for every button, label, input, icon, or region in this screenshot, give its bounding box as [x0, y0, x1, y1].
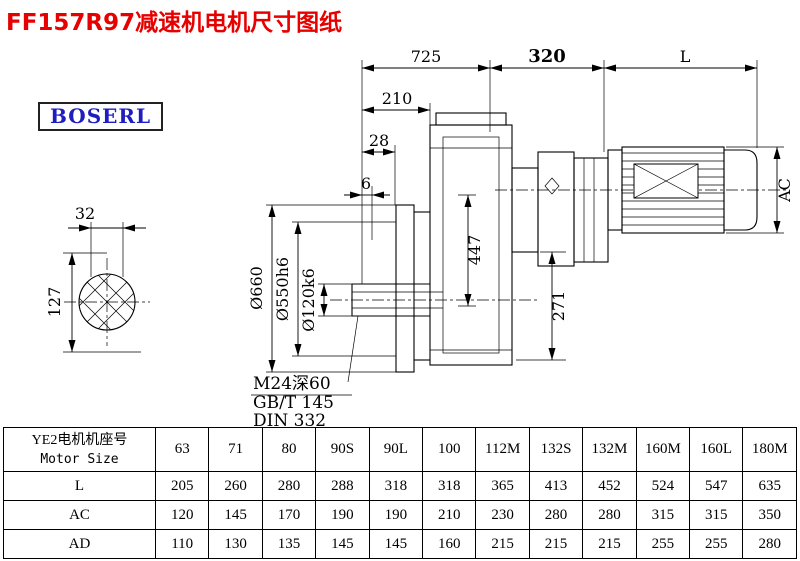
row-label-AD: AD [3, 529, 156, 559]
note-m24: M24深60 [253, 374, 331, 394]
dia-120k6: Ø120k6 [299, 268, 318, 332]
cell-AC-100: 210 [422, 500, 477, 530]
cell-L-63: 205 [154, 471, 210, 501]
header-motor-size: YE2电机机座号 Motor Size [3, 427, 156, 472]
cell-L-112M: 365 [475, 471, 530, 501]
cell-L-90S: 288 [315, 471, 370, 501]
cell-AD-90L: 145 [368, 529, 424, 559]
header-size-63: 63 [154, 427, 210, 472]
row-label-L: L [3, 471, 156, 501]
header-size-180M: 180M [742, 427, 797, 472]
note-din332: DIN 332 [253, 411, 326, 427]
dim-AC: AC [775, 178, 794, 203]
header-size-112M: 112M [475, 427, 530, 472]
cell-AD-63: 110 [154, 529, 210, 559]
cell-L-160L: 547 [689, 471, 744, 501]
gearbox-side-view [330, 112, 790, 373]
dimensions: 725 320 L 210 28 6 447 271 AC Ø660 Ø5 [247, 46, 794, 373]
motor-size-table: YE2电机机座号 Motor Size 63 71 80 90S 90L 100… [3, 427, 797, 559]
dim-210: 210 [382, 89, 413, 108]
table-header-row: YE2电机机座号 Motor Size 63 71 80 90S 90L 100… [3, 427, 797, 472]
dim-L: L [680, 47, 691, 66]
cell-L-160M: 524 [635, 471, 691, 501]
cell-AC-63: 120 [154, 500, 210, 530]
fan-cover [723, 149, 758, 231]
cell-AC-132M: 280 [582, 500, 637, 530]
row-label-AC: AC [3, 500, 156, 530]
header-size-71: 71 [208, 427, 263, 472]
dim-271: 271 [549, 291, 568, 322]
cell-AC-132S: 280 [528, 500, 584, 530]
cell-AD-80: 135 [261, 529, 317, 559]
dia-550h6: Ø550h6 [273, 257, 292, 321]
cell-AC-160M: 315 [635, 500, 691, 530]
brand-logo: BOSERL [38, 102, 164, 131]
header-size-132S: 132S [528, 427, 584, 472]
cell-AC-90L: 190 [368, 500, 424, 530]
header-size-160M: 160M [635, 427, 691, 472]
cell-L-80: 280 [261, 471, 317, 501]
cell-L-71: 260 [208, 471, 263, 501]
dia-660: Ø660 [247, 266, 266, 310]
dim-320: 320 [528, 46, 566, 67]
cell-AC-80: 170 [261, 500, 317, 530]
cell-AD-180M: 280 [742, 529, 797, 559]
cell-AC-90S: 190 [315, 500, 370, 530]
page-title: FF157R97减速机电机尺寸图纸 [6, 10, 343, 36]
tap-hole-notes: M24深60 GB/T 145 DIN 332 [251, 315, 359, 427]
cell-L-100: 318 [422, 471, 477, 501]
cell-AD-160M: 255 [635, 529, 691, 559]
cell-AD-71: 130 [208, 529, 263, 559]
header-size-80: 80 [261, 427, 317, 472]
cell-AC-71: 145 [208, 500, 263, 530]
dim-6: 6 [361, 174, 371, 193]
cell-AD-132S: 215 [528, 529, 584, 559]
table-row-AC: AC 120 145 170 190 190 210 230 280 280 3… [3, 500, 797, 530]
motor-terminal-box [633, 163, 699, 199]
header-size-100: 100 [422, 427, 477, 472]
dim-447: 447 [465, 235, 484, 266]
dim-28: 28 [369, 131, 389, 150]
cell-AD-132M: 215 [582, 529, 637, 559]
cell-AC-112M: 230 [475, 500, 530, 530]
table-row-L: L 205 260 280 288 318 318 365 413 452 52… [3, 471, 797, 501]
cell-AD-90S: 145 [315, 529, 370, 559]
dimension-drawing: 32 127 [45, 46, 794, 427]
cell-AC-180M: 350 [742, 500, 797, 530]
dim-32: 32 [75, 204, 95, 223]
dim-725: 725 [411, 47, 442, 66]
cell-L-90L: 318 [368, 471, 424, 501]
header-size-90S: 90S [315, 427, 370, 472]
cell-L-180M: 635 [742, 471, 797, 501]
dim-127: 127 [45, 287, 64, 318]
header-motor-size-en: Motor Size [40, 452, 119, 467]
header-size-90L: 90L [368, 427, 424, 472]
cell-AD-160L: 255 [689, 529, 744, 559]
header-size-160L: 160L [689, 427, 744, 472]
cell-AC-160L: 315 [689, 500, 744, 530]
coupling-diamond-mark [544, 177, 560, 195]
table-row-AD: AD 110 130 135 145 145 160 215 215 215 2… [3, 529, 797, 559]
cell-L-132M: 452 [582, 471, 637, 501]
cell-AD-112M: 215 [475, 529, 530, 559]
note-gbt145: GB/T 145 [253, 393, 334, 413]
cell-L-132S: 413 [528, 471, 584, 501]
header-size-132M: 132M [582, 427, 637, 472]
cell-AD-100: 160 [422, 529, 477, 559]
shaft-end-view: 32 127 [45, 204, 150, 353]
header-motor-size-cn: YE2电机机座号 [31, 433, 128, 448]
